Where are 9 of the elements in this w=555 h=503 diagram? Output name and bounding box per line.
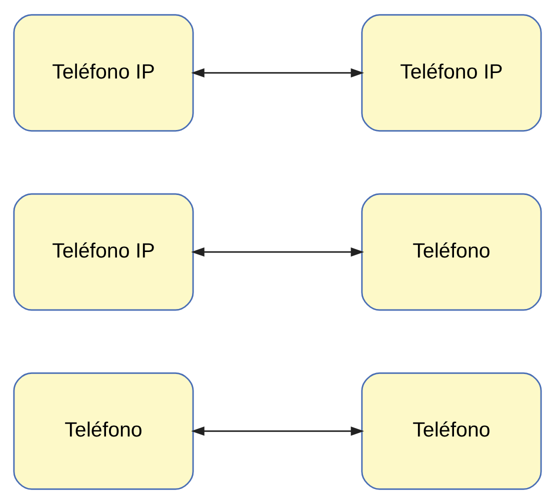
node-box: Teléfono IP — [13, 14, 194, 132]
arrow — [191, 246, 364, 256]
node-box: Teléfono IP — [361, 14, 542, 132]
arrow — [191, 426, 364, 436]
arrow — [191, 68, 364, 77]
node-box: Teléfono — [361, 192, 542, 310]
node-box: Teléfono — [361, 372, 542, 490]
node-box: Teléfono — [13, 372, 194, 490]
node-box: Teléfono IP — [13, 192, 194, 310]
